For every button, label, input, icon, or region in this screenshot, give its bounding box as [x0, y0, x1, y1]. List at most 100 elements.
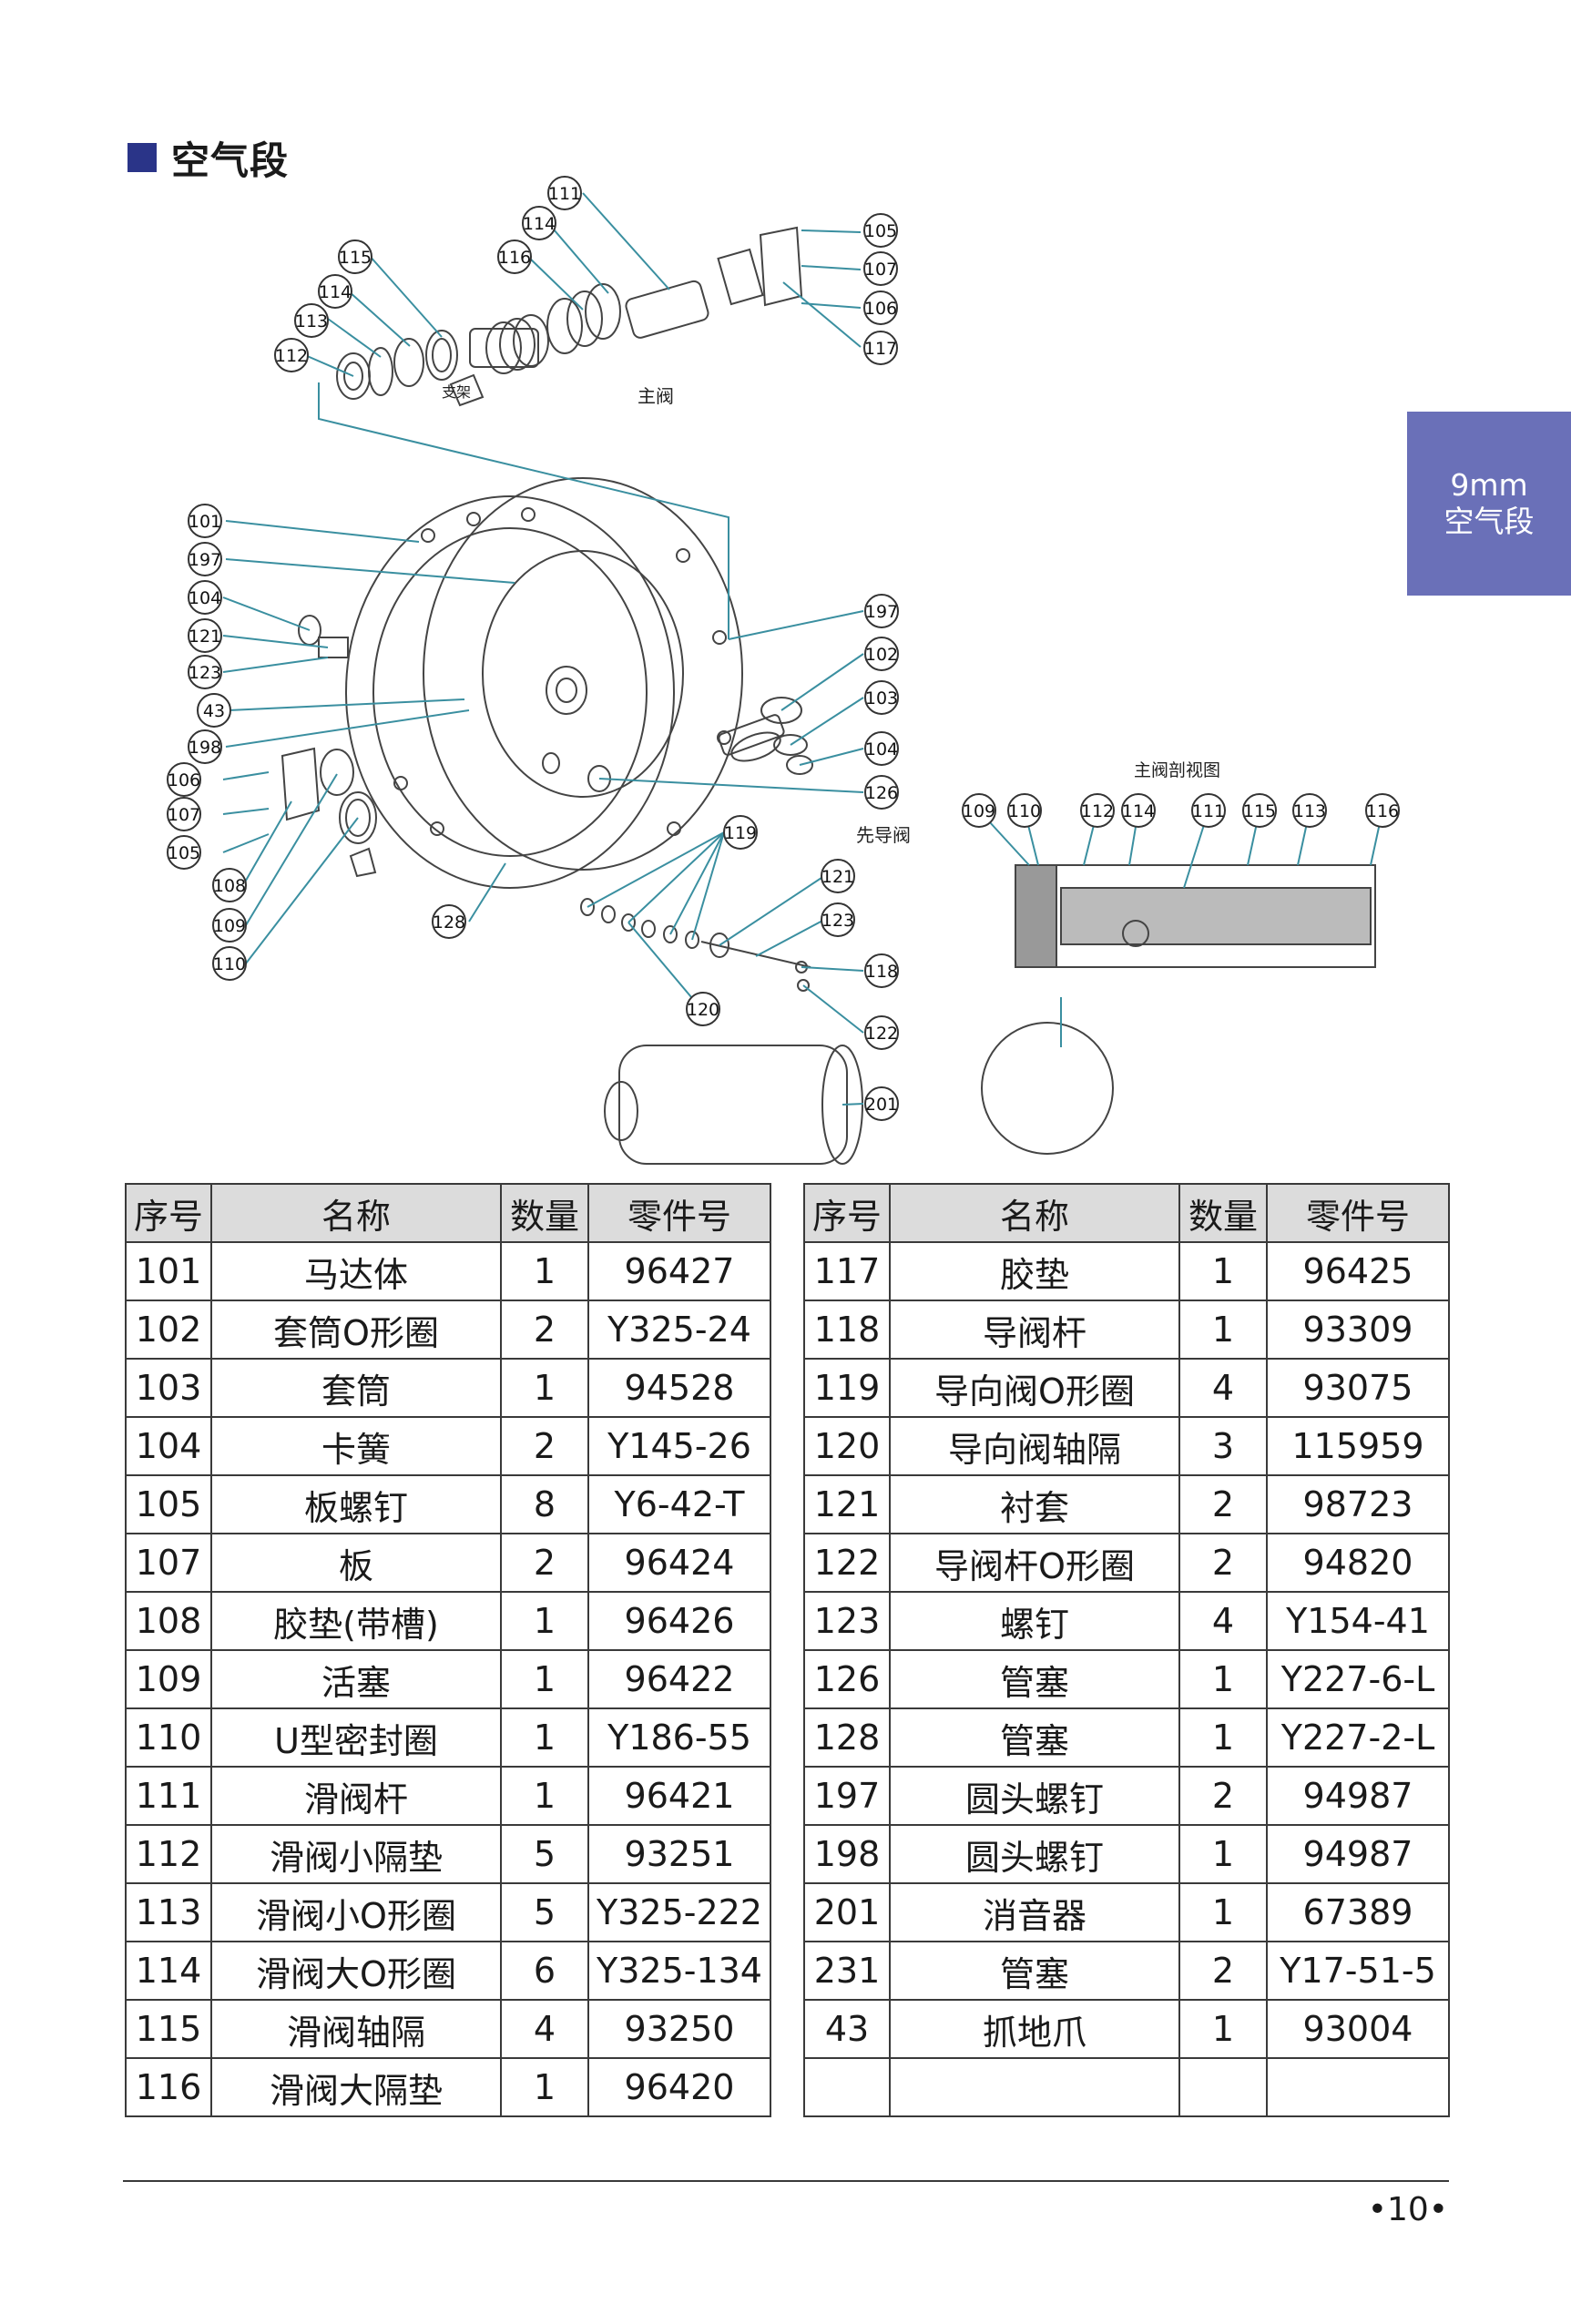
- cell-seq: 198: [803, 1824, 891, 1884]
- cell-seq: 43: [803, 1999, 891, 2059]
- cell-name: 管塞: [889, 1707, 1180, 1768]
- header-part: 零件号: [587, 1183, 771, 1243]
- callout-197-right: 197: [864, 594, 899, 628]
- svg-text:121: 121: [821, 867, 854, 887]
- cell-name: 板: [210, 1533, 502, 1593]
- cell-part: 67389: [1266, 1882, 1450, 1942]
- cell-part: 96424: [587, 1533, 771, 1593]
- cell-name: 管塞: [889, 1649, 1180, 1709]
- cell-name: 胶垫(带槽): [210, 1591, 502, 1651]
- label-pilot-valve: 先导阀: [856, 824, 911, 846]
- cell-qty: 1: [1178, 1707, 1268, 1768]
- cell-seq: 128: [803, 1707, 891, 1768]
- callout-101: 101: [188, 504, 222, 538]
- cell-qty: 1: [500, 2057, 589, 2117]
- cell-name: 卡簧: [210, 1416, 502, 1476]
- callout-104-right: 104: [864, 731, 899, 766]
- cell-qty: 4: [1178, 1591, 1268, 1651]
- section-callout-114: 114: [1121, 793, 1156, 828]
- cell-name: 抓地爪: [889, 1999, 1180, 2059]
- callout-201: 201: [864, 1086, 899, 1121]
- cell-part: Y325-24: [587, 1300, 771, 1360]
- cell-part: Y17-51-5: [1266, 1941, 1450, 2001]
- cell-name: 活塞: [210, 1649, 502, 1709]
- cell-seq: 121: [803, 1474, 891, 1534]
- cell-qty: 1: [500, 1241, 589, 1301]
- svg-text:118: 118: [865, 962, 898, 982]
- cell-part: 96420: [587, 2057, 771, 2117]
- cell-name: 滑阀小O形圈: [210, 1882, 502, 1942]
- cell-seq: 123: [803, 1591, 891, 1651]
- cell-name: 导阀杆O形圈: [889, 1533, 1180, 1593]
- cell-seq: 111: [125, 1766, 212, 1826]
- callout-114-mid: 114: [318, 274, 352, 309]
- cell-name: 马达体: [210, 1241, 502, 1301]
- cell-qty: 4: [1178, 1358, 1268, 1418]
- section-callout-112: 112: [1080, 793, 1115, 828]
- svg-text:113: 113: [1293, 801, 1326, 821]
- callout-198: 198: [188, 729, 222, 764]
- section-callout-110: 110: [1007, 793, 1042, 828]
- cell-qty: 5: [500, 1824, 589, 1884]
- cell-name: 套筒O形圈: [210, 1300, 502, 1360]
- cell-part: 94820: [1266, 1533, 1450, 1593]
- cell-part: Y154-41: [1266, 1591, 1450, 1651]
- exploded-parts-diagram: 主阀 先导阀 主阀剖视图 支架 111 114 116 105 107 106 …: [167, 176, 1400, 1165]
- cell-qty: 5: [500, 1882, 589, 1942]
- cell-part: Y145-26: [587, 1416, 771, 1476]
- cell-part: 96422: [587, 1649, 771, 1709]
- cell-seq: 197: [803, 1766, 891, 1826]
- svg-text:110: 110: [213, 954, 246, 974]
- cell-qty: 1: [1178, 1999, 1268, 2059]
- section-heading: 空气段: [128, 135, 289, 183]
- svg-text:115: 115: [339, 248, 372, 268]
- svg-text:116: 116: [498, 248, 531, 268]
- cell-qty: 1: [1178, 1649, 1268, 1709]
- cell-name: [889, 2057, 1180, 2117]
- cell-part: Y227-2-L: [1266, 1707, 1450, 1768]
- callout-123-right: 123: [821, 902, 855, 937]
- side-tab[interactable]: 9mm 空气段: [1407, 412, 1571, 596]
- callout-107-top: 107: [863, 251, 898, 286]
- callout-121-right: 121: [821, 859, 855, 893]
- cell-seq: 105: [125, 1474, 212, 1534]
- svg-text:43: 43: [203, 701, 225, 721]
- svg-text:103: 103: [865, 688, 898, 708]
- cell-part: 96427: [587, 1241, 771, 1301]
- svg-text:106: 106: [864, 299, 897, 319]
- cell-part: Y325-134: [587, 1941, 771, 2001]
- cell-name: 衬套: [889, 1474, 1180, 1534]
- callout-106-left: 106: [167, 762, 201, 797]
- svg-text:197: 197: [865, 602, 898, 622]
- svg-text:109: 109: [213, 916, 246, 936]
- cell-qty: 1: [500, 1649, 589, 1709]
- label-section-view: 主阀剖视图: [1134, 760, 1220, 780]
- cell-name: 板螺钉: [210, 1474, 502, 1534]
- callout-114-top: 114: [522, 206, 556, 240]
- cell-part: 98723: [1266, 1474, 1450, 1534]
- table-header-row: 序号 名称 数量 零件号: [125, 1183, 771, 1243]
- cell-qty: 1: [1178, 1241, 1268, 1301]
- section-square-icon: [128, 143, 157, 172]
- header-part: 零件号: [1266, 1183, 1450, 1243]
- callout-123-left: 123: [188, 655, 222, 689]
- callout-122: 122: [864, 1015, 899, 1050]
- header-qty: 数量: [500, 1183, 589, 1243]
- cell-seq: 231: [803, 1941, 891, 2001]
- cell-name: 圆头螺钉: [889, 1766, 1180, 1826]
- svg-text:114: 114: [523, 214, 556, 234]
- cell-part: 94987: [1266, 1766, 1450, 1826]
- svg-text:104: 104: [189, 588, 221, 608]
- callout-43: 43: [197, 693, 231, 728]
